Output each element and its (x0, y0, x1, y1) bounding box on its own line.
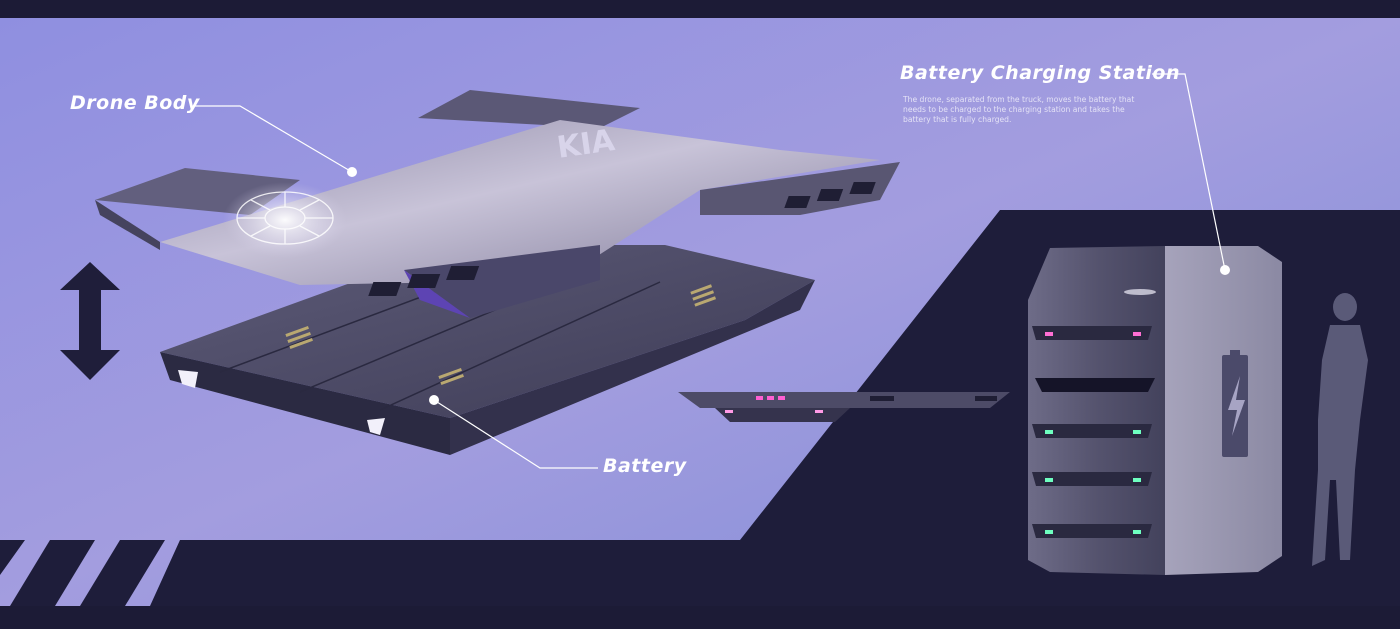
battery-callout (433, 399, 598, 469)
station-slots (1032, 326, 1152, 538)
station-callout (1152, 73, 1226, 271)
battery-module (160, 245, 815, 455)
battery-charge-icon (1222, 350, 1248, 457)
callout-lines (195, 73, 1226, 469)
station-description: The drone, separated from the truck, mov… (903, 95, 1135, 124)
floor-stripe (0, 540, 25, 575)
floor-stripe (10, 540, 95, 606)
charging-station-label: Battery Charging Station (900, 62, 1181, 84)
drone-body: KIA (95, 90, 900, 318)
charging-station (1028, 246, 1282, 575)
callout-dot (429, 395, 439, 405)
drone-body-label: Drone Body (70, 92, 200, 114)
cooling-fan (236, 191, 334, 245)
human-silhouette (1312, 293, 1368, 566)
floor-stripe (80, 540, 165, 606)
double-vertical-arrow-icon (60, 262, 120, 380)
drone-body-callout (195, 105, 353, 173)
callout-dot (1220, 265, 1230, 275)
kia-logo: KIA (555, 123, 618, 166)
drone-in-flight (678, 392, 1010, 422)
bottom-bar (0, 606, 1400, 629)
battery-label: Battery (603, 455, 687, 477)
lightning-bolt-icon (1228, 376, 1245, 436)
callout-dot (347, 167, 357, 177)
